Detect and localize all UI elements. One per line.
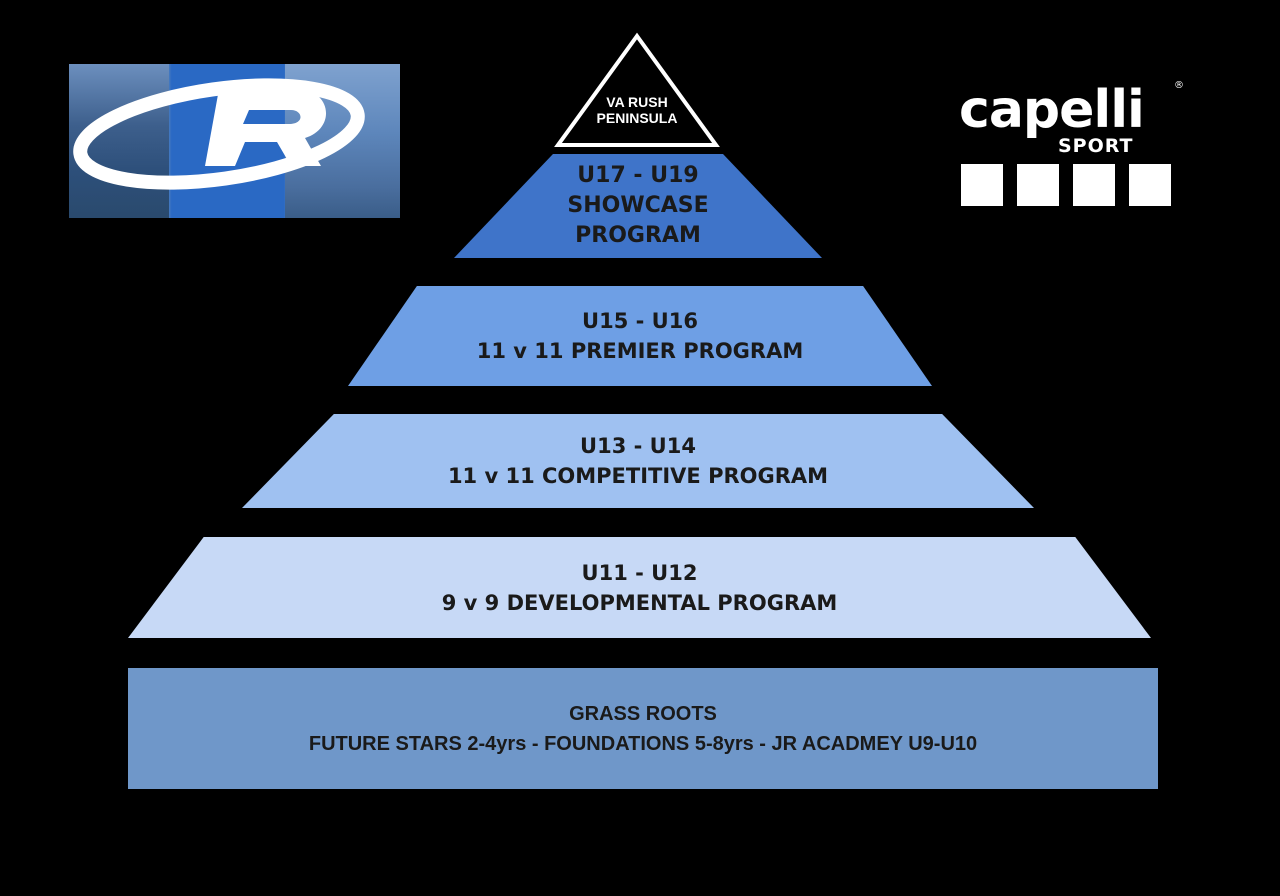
pyramid-base-grass-roots: GRASS ROOTS FUTURE STARS 2-4yrs - FOUNDA… [128, 668, 1158, 789]
tier-program-name: 9 v 9 DEVELOPMENTAL PROGRAM [441, 590, 838, 615]
apex-label: VA RUSH PENINSULA [554, 94, 720, 126]
capelli-square-icon [1017, 164, 1059, 206]
capelli-sport-text: SPORT [1058, 135, 1134, 157]
rush-r-icon [73, 78, 365, 190]
tier-program-name: 11 v 11 PREMIER PROGRAM [476, 339, 804, 363]
capelli-square-icon [1129, 164, 1171, 206]
pyramid-tier-developmental: U11 - U12 9 v 9 DEVELOPMENTAL PROGRAM [128, 537, 1151, 638]
base-subtitle: FUTURE STARS 2-4yrs - FOUNDATIONS 5-8yrs… [308, 732, 978, 755]
registered-mark: ® [1174, 80, 1184, 91]
tier-age-range: U17 - U19 [577, 163, 699, 188]
capelli-wordmark: capelli [959, 80, 1145, 140]
tier-age-range: U13 - U14 [580, 434, 696, 458]
triangle-outline-icon [554, 32, 720, 147]
base-title: GRASS ROOTS [569, 702, 717, 725]
pyramid-tier-competitive: U13 - U14 11 v 11 COMPETITIVE PROGRAM [242, 414, 1034, 508]
tier-program-name: PROGRAM [575, 223, 701, 248]
pyramid-tier-premier: U15 - U16 11 v 11 PREMIER PROGRAM [348, 286, 932, 386]
capelli-square-icon [1073, 164, 1115, 206]
tier-program-name: 11 v 11 COMPETITIVE PROGRAM [447, 464, 829, 488]
rush-logo [69, 64, 400, 218]
tier-age-range: U11 - U12 [581, 560, 698, 585]
pyramid-apex: VA RUSH PENINSULA [554, 32, 720, 148]
capelli-sport-logo: capelli ® SPORT [934, 56, 1211, 232]
apex-line-2: PENINSULA [596, 110, 678, 126]
tier-program-name: SHOWCASE [567, 193, 709, 218]
pyramid-tier-showcase: U17 - U19 SHOWCASE PROGRAM [454, 154, 822, 258]
capelli-square-icon [961, 164, 1003, 206]
tier-age-range: U15 - U16 [582, 309, 698, 333]
apex-line-1: VA RUSH [606, 94, 668, 110]
